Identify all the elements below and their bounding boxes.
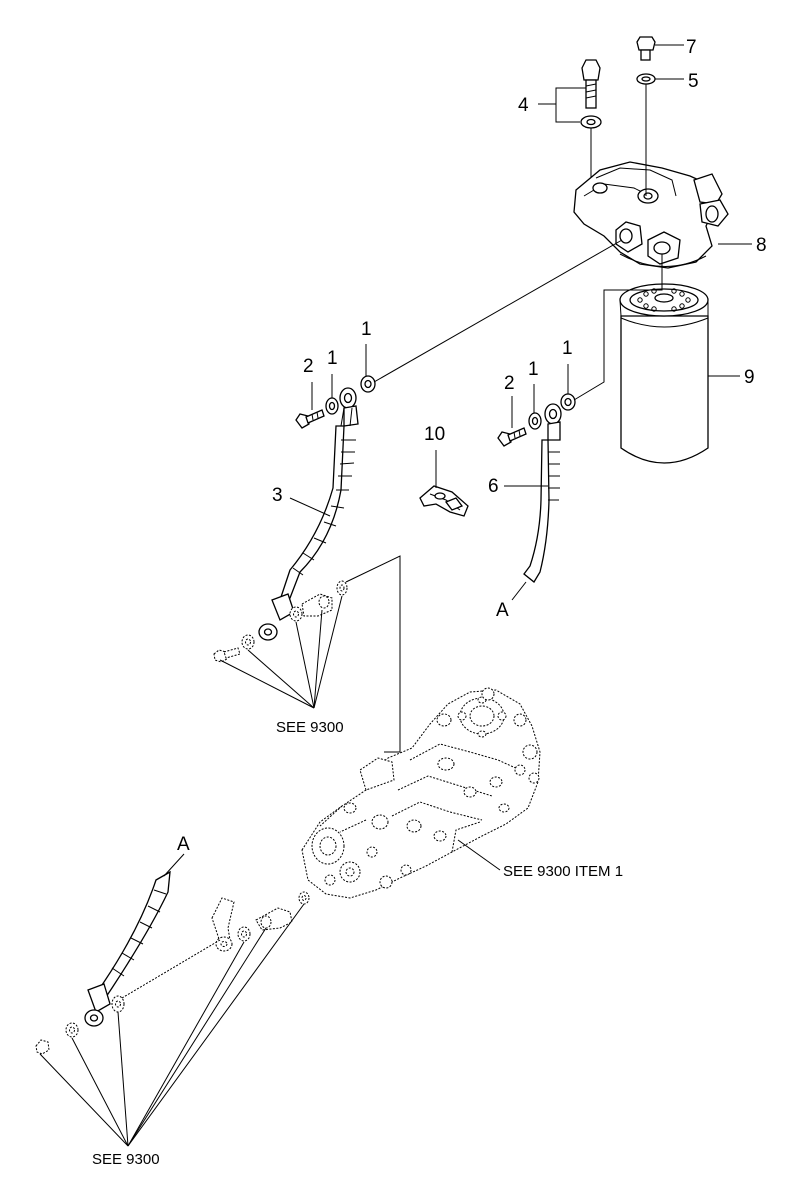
fuel-line-3 xyxy=(258,375,376,641)
filter-head-body xyxy=(573,161,729,269)
callout-3: 3 xyxy=(272,485,283,506)
banjo-3-bottom xyxy=(258,593,295,641)
washer-4 xyxy=(580,115,602,129)
banjo-3-top xyxy=(339,387,359,427)
callout-10: 10 xyxy=(424,424,445,445)
see-9300-top: SEE 9300 xyxy=(276,719,344,736)
clip-10 xyxy=(419,485,469,517)
pump-inlet-fittings-dashed xyxy=(213,580,348,663)
callout-9: 9 xyxy=(744,367,755,388)
return-line-lower xyxy=(35,870,310,1055)
washer-1-right-a xyxy=(528,412,542,430)
filter-head-assembly xyxy=(573,36,729,269)
bolt-lower xyxy=(35,1039,50,1055)
callout-2-left: 2 xyxy=(303,356,314,377)
reference-notes: SEE 9300 SEE 9300 ITEM 1 SEE 9300 xyxy=(92,719,623,1168)
leader-lines xyxy=(39,44,752,1147)
callout-6: 6 xyxy=(488,476,499,497)
callout-labels: 4 7 5 8 9 2 1 1 2 1 1 10 3 6 A A xyxy=(177,37,767,855)
callout-a-top: A xyxy=(496,600,509,621)
callout-2-right: 2 xyxy=(504,373,515,394)
injection-pump-dashed xyxy=(301,687,541,899)
fuel-line-6 xyxy=(497,393,576,583)
washer-1-left-a xyxy=(325,397,339,415)
washer-lower-b xyxy=(65,1022,79,1038)
callout-a-bottom: A xyxy=(177,834,190,855)
callout-5: 5 xyxy=(688,71,699,92)
callout-1-right-a: 1 xyxy=(528,359,539,380)
washer-1-right-b xyxy=(560,393,576,411)
bolt-7 xyxy=(636,36,656,61)
callout-1-left-b: 1 xyxy=(361,319,372,340)
callout-7: 7 xyxy=(686,37,697,58)
see-9300-bottom: SEE 9300 xyxy=(92,1151,160,1168)
washer-lower-a xyxy=(111,995,125,1013)
elbow-fitting-dashed xyxy=(211,891,310,952)
banjo-6-top xyxy=(544,403,562,441)
callout-1-left-a: 1 xyxy=(327,348,338,369)
see-9300-item-1: SEE 9300 ITEM 1 xyxy=(503,863,623,880)
bolt-2-right xyxy=(497,427,527,447)
washer-1-left-b xyxy=(360,375,376,393)
washer-5 xyxy=(636,73,656,85)
filter-element-9 xyxy=(619,283,709,464)
bolt-4 xyxy=(581,59,601,109)
callout-1-right-b: 1 xyxy=(562,338,573,359)
callout-4: 4 xyxy=(518,95,529,116)
bolt-2-left xyxy=(295,409,325,429)
banjo-lower xyxy=(84,983,111,1027)
callout-8: 8 xyxy=(756,235,767,256)
